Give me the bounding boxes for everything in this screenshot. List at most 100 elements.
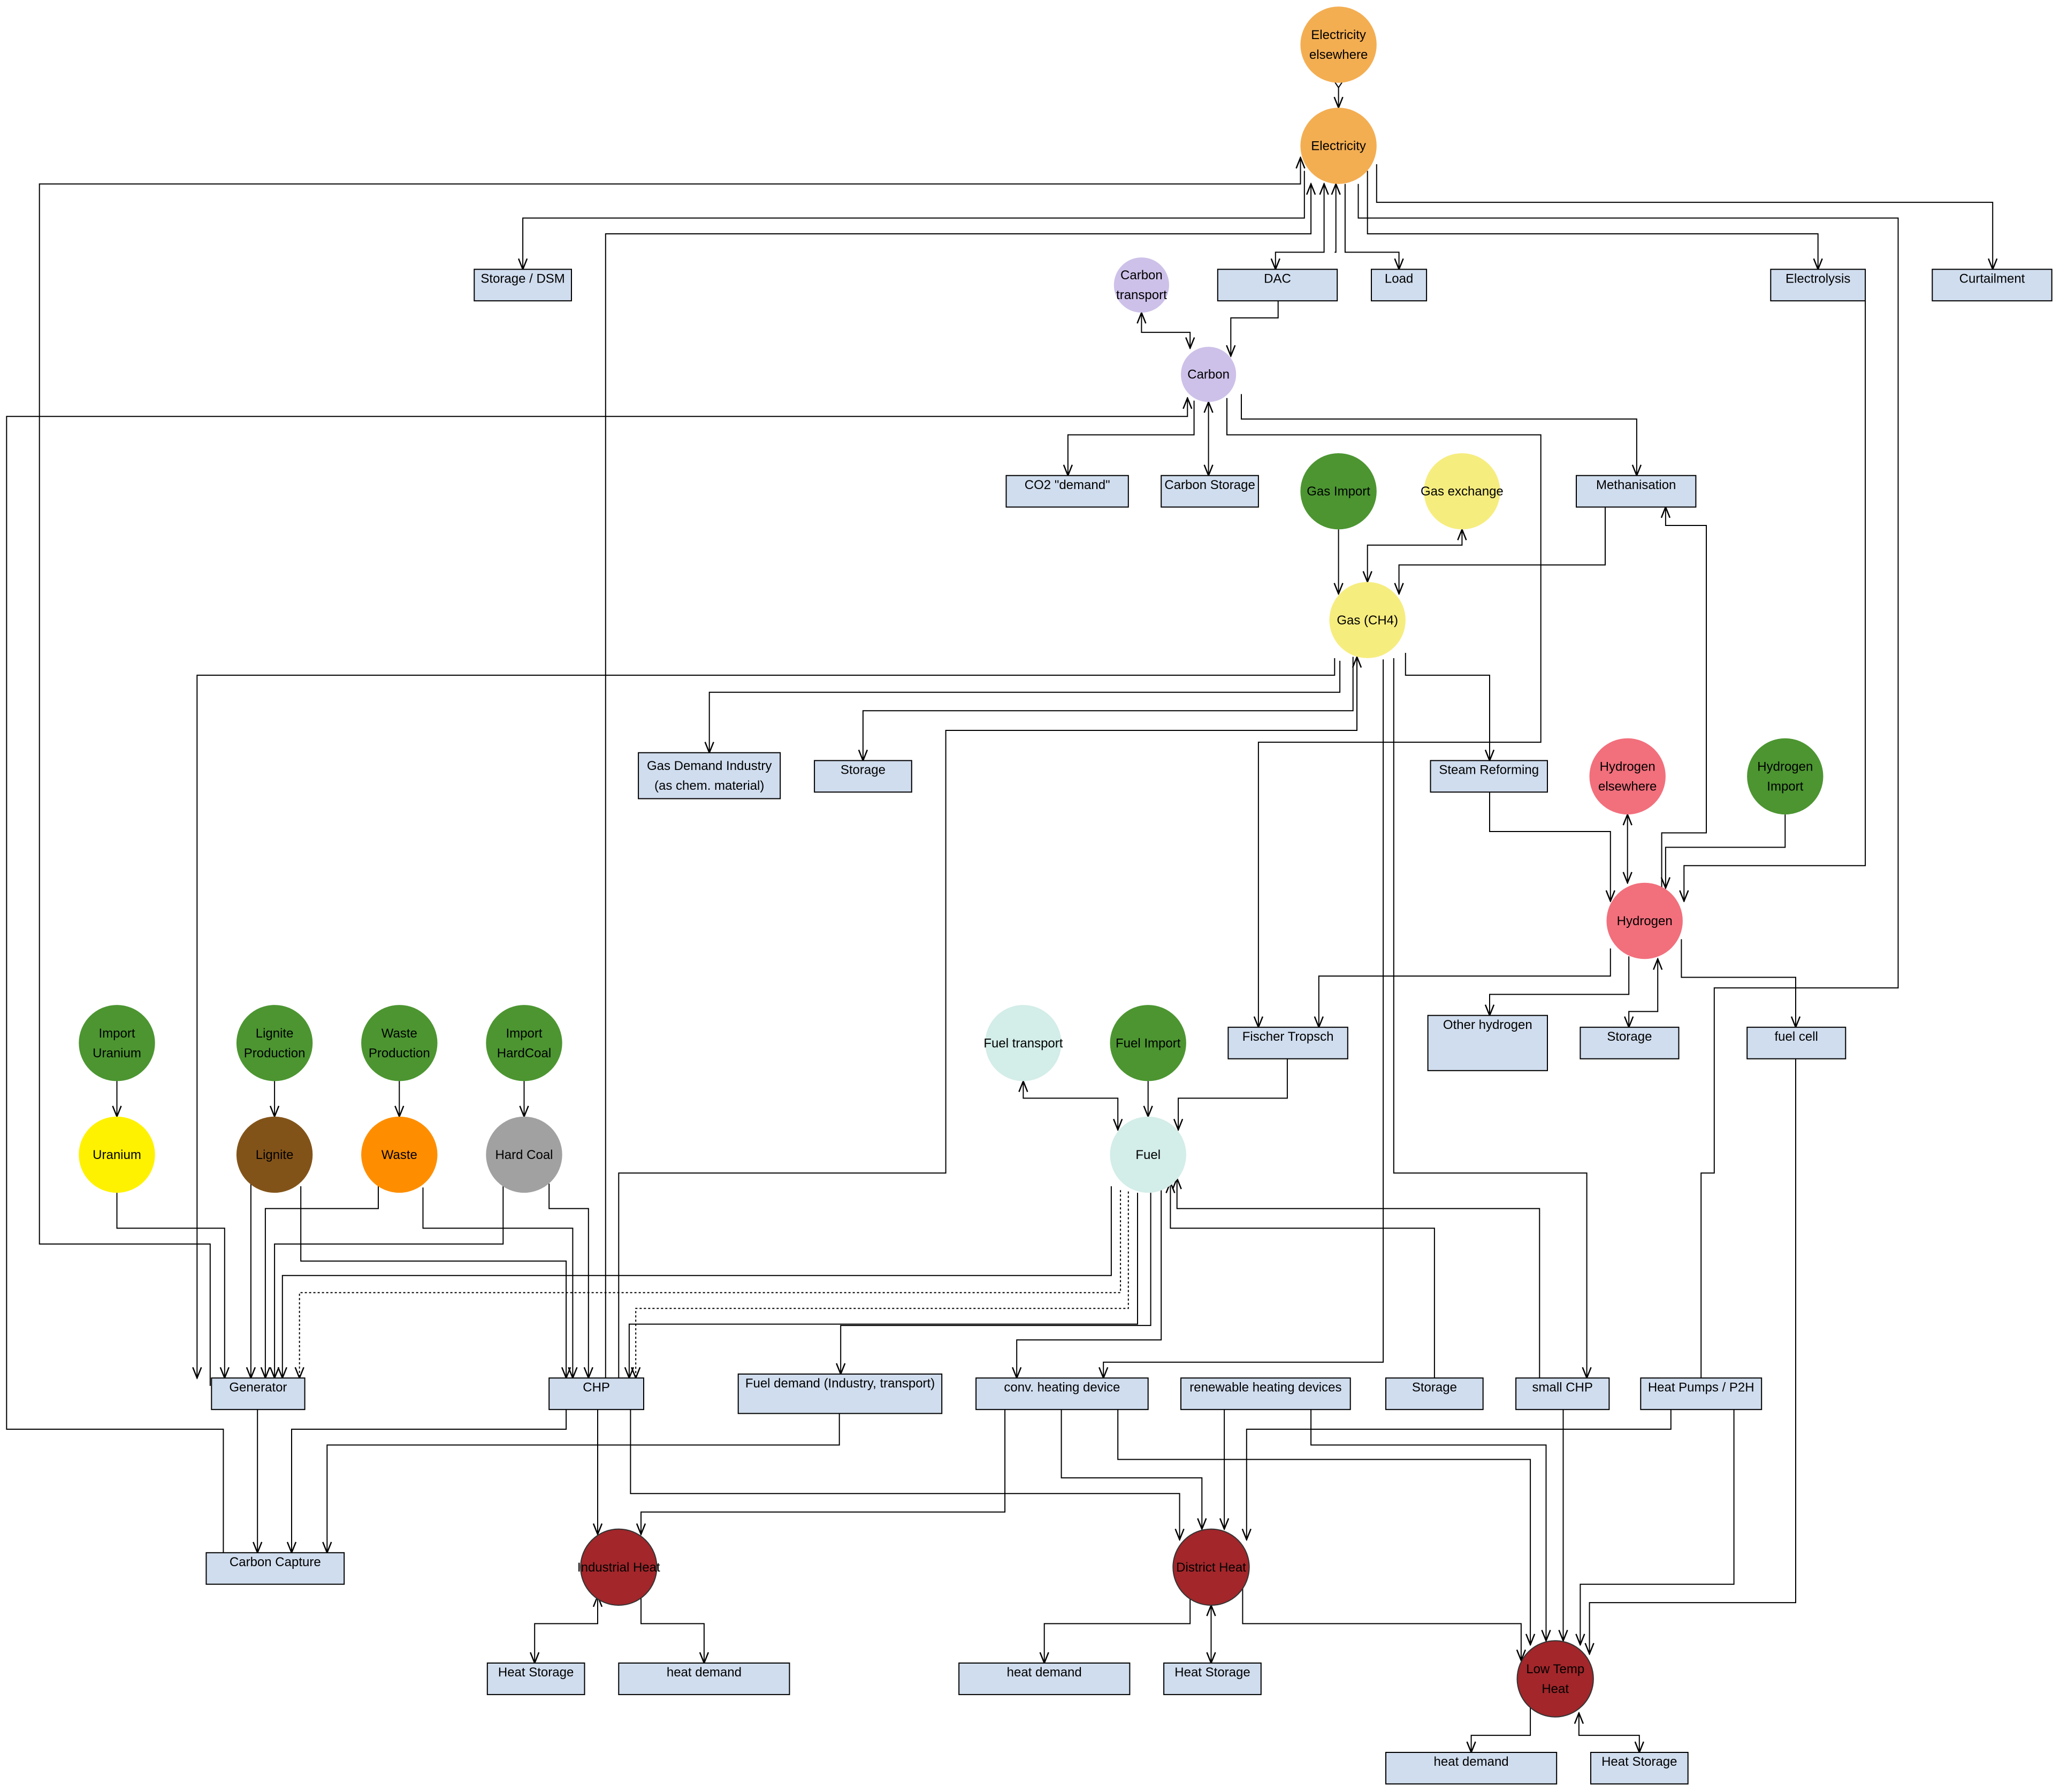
edge-52 bbox=[636, 1191, 1129, 1378]
import-hardcoal-label-line: Import bbox=[506, 1026, 542, 1041]
fuel-cell-box bbox=[1746, 1026, 1847, 1059]
co2-demand-label-line: CO2 "demand" bbox=[1025, 478, 1110, 492]
uranium-circle bbox=[79, 1116, 155, 1193]
carbon-transport-circle bbox=[1113, 257, 1169, 313]
node-lignite: Lignite bbox=[236, 1116, 313, 1193]
renewable-heating-box bbox=[1180, 1377, 1351, 1410]
node-fuel-transport: Fuel transport bbox=[983, 1005, 1063, 1081]
gas-import-circle bbox=[1300, 453, 1377, 530]
edge-27 bbox=[1405, 653, 1490, 760]
renewable-heating-label: renewable heating devices bbox=[1189, 1381, 1341, 1395]
gas-import-label-line: Gas Import bbox=[1307, 484, 1370, 499]
carbon-capture-label: Carbon Capture bbox=[230, 1555, 321, 1569]
chp-label-line: CHP bbox=[583, 1381, 610, 1395]
edge-24 bbox=[618, 657, 1357, 1378]
electricity-circle bbox=[1300, 108, 1377, 184]
node-small-chp: small CHP bbox=[1515, 1377, 1610, 1410]
edge-32 bbox=[1319, 948, 1611, 1027]
heat-pumps-label-line: Heat Pumps / P2H bbox=[1648, 1381, 1754, 1395]
fuel-demand-box bbox=[737, 1373, 943, 1414]
hard-coal-label-line: Hard Coal bbox=[495, 1148, 553, 1162]
node-fischer-tropsch: Fischer Tropsch bbox=[1227, 1026, 1348, 1059]
import-uranium-label-line: Import bbox=[98, 1026, 135, 1041]
edge-49 bbox=[548, 1184, 589, 1378]
edge-10 bbox=[1231, 301, 1279, 356]
fuel-storage-label-line: Storage bbox=[1412, 1381, 1457, 1395]
dac-label: DAC bbox=[1264, 272, 1291, 286]
hard-coal-label: Hard Coal bbox=[495, 1148, 553, 1162]
waste-circle bbox=[361, 1116, 438, 1193]
edge-65 bbox=[1117, 1409, 1530, 1645]
node-steam-reforming: Steam Reforming bbox=[1430, 760, 1548, 793]
lt-heat-demand-label-line: heat demand bbox=[1434, 1755, 1509, 1769]
chp-box bbox=[548, 1377, 644, 1410]
edge-6 bbox=[1344, 184, 1399, 270]
hard-coal-circle bbox=[486, 1116, 562, 1193]
carbon-capture-label-line: Carbon Capture bbox=[230, 1555, 321, 1569]
hydrogen-storage-label-line: Storage bbox=[1607, 1030, 1652, 1044]
edge-75 bbox=[1044, 1593, 1191, 1663]
methanisation-label-line: Methanisation bbox=[1596, 478, 1676, 492]
dh-heat-demand-box bbox=[958, 1663, 1131, 1695]
edge-1 bbox=[39, 158, 1301, 1386]
hydrogen-storage-box bbox=[1580, 1026, 1680, 1059]
edge-34 bbox=[1629, 959, 1658, 1027]
edge-31 bbox=[1662, 507, 1707, 894]
gas-demand-industry-box bbox=[638, 752, 781, 799]
edge-17 bbox=[1684, 301, 1866, 901]
lt-heat-demand-box bbox=[1385, 1752, 1558, 1785]
edge-22 bbox=[709, 660, 1341, 753]
edge-30 bbox=[1666, 814, 1786, 888]
methanisation-box bbox=[1576, 475, 1697, 508]
node-gas-exchange: Gas exchange bbox=[1421, 453, 1504, 530]
fuel-storage-label: Storage bbox=[1412, 1381, 1457, 1395]
dh-heat-storage-label: Heat Storage bbox=[1174, 1665, 1250, 1680]
uranium-label-line: Uranium bbox=[93, 1148, 141, 1162]
hydrogen-elsewhere-label-line: Hydrogen bbox=[1600, 759, 1655, 774]
storage-dsm-box bbox=[474, 269, 572, 302]
node-gas-import: Gas Import bbox=[1300, 453, 1377, 530]
renewable-heating-label-line: renewable heating devices bbox=[1189, 1381, 1341, 1395]
heat-pumps-label: Heat Pumps / P2H bbox=[1648, 1381, 1754, 1395]
node-carbon-storage: Carbon Storage bbox=[1161, 475, 1259, 508]
edge-46 bbox=[265, 1186, 379, 1378]
import-uranium-label-line: Uranium bbox=[93, 1046, 141, 1061]
node-generator: Generator bbox=[211, 1377, 306, 1410]
node-industrial-heat: Industrial Heat bbox=[577, 1528, 660, 1606]
conv-heating-label-line: conv. heating device bbox=[1004, 1381, 1120, 1395]
dac-label-line: DAC bbox=[1264, 272, 1291, 286]
load-label: Load bbox=[1385, 272, 1413, 286]
lignite-circle bbox=[236, 1116, 313, 1193]
edge-19 bbox=[1368, 529, 1462, 582]
node-fuel-demand: Fuel demand (Industry, transport) bbox=[737, 1373, 943, 1414]
hydrogen-label-line: Hydrogen bbox=[1617, 914, 1673, 928]
low-temp-heat-label-line: Heat bbox=[1542, 1682, 1569, 1696]
electrolysis-box bbox=[1770, 269, 1866, 302]
edge-57 bbox=[1177, 1178, 1540, 1378]
import-hardcoal-circle bbox=[486, 1005, 562, 1081]
lignite-production-circle bbox=[236, 1005, 313, 1081]
fuel-label: Fuel bbox=[1135, 1148, 1161, 1162]
node-curtailment: Curtailment bbox=[1932, 269, 2053, 302]
carbon-circle bbox=[1181, 347, 1237, 402]
fischer-tropsch-label: Fischer Tropsch bbox=[1242, 1030, 1334, 1044]
node-lt-heat-demand: heat demand bbox=[1385, 1752, 1558, 1785]
edge-73 bbox=[535, 1596, 598, 1663]
edge-33 bbox=[1490, 956, 1630, 1016]
node-fuel-cell: fuel cell bbox=[1746, 1026, 1847, 1059]
edge-60 bbox=[327, 1413, 840, 1553]
edge-70 bbox=[1580, 1409, 1735, 1645]
import-hardcoal-label-line: HardCoal bbox=[497, 1046, 551, 1061]
edge-67 bbox=[1310, 1409, 1546, 1641]
gas-storage-box bbox=[814, 760, 912, 793]
electricity-elsewhere-label-line: elsewhere bbox=[1309, 48, 1368, 62]
edge-48 bbox=[274, 1186, 504, 1378]
carbon-storage-label-line: Carbon Storage bbox=[1164, 478, 1255, 492]
node-storage-dsm: Storage / DSM bbox=[474, 269, 572, 302]
district-heat-label: District Heat bbox=[1176, 1560, 1246, 1575]
edge-43 bbox=[116, 1193, 225, 1378]
